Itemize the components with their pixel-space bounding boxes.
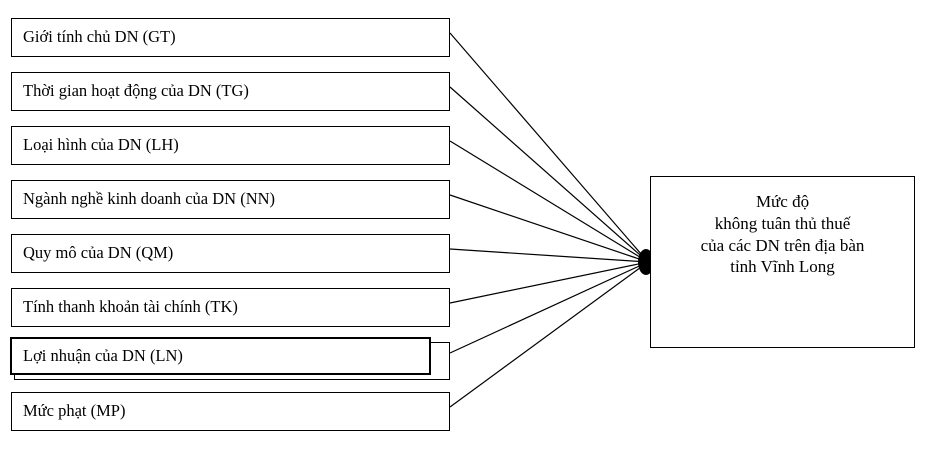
connector-line-lh — [449, 140, 649, 263]
factor-label-nn: Ngành nghề kinh doanh của DN (NN) — [23, 189, 276, 209]
connector-line-mp — [449, 261, 649, 408]
target-line-4: tỉnh Vĩnh Long — [730, 257, 835, 277]
factor-box-tg[interactable]: Thời gian hoạt động của DN (TG) — [11, 72, 450, 111]
factor-box-gt[interactable]: Giới tính chủ DN (GT) — [11, 18, 450, 57]
target-line-3: của các DN trên địa bàn — [700, 235, 865, 255]
factor-label-tg: Thời gian hoạt động của DN (TG) — [23, 81, 249, 101]
factor-label-lh: Loại hình của DN (LH) — [23, 135, 179, 155]
factor-label-mp: Mức phạt (MP) — [23, 401, 126, 421]
factor-box-tk[interactable]: Tính thanh khoản tài chính (TK) — [11, 288, 450, 327]
target-line-2: không tuân thủ thuế — [714, 213, 851, 233]
connector-line-qm — [449, 248, 649, 263]
connector-line-tg — [449, 86, 649, 263]
factor-box-ln[interactable]: Lợi nhuận của DN (LN) — [10, 337, 431, 375]
factor-box-qm[interactable]: Quy mô của DN (QM) — [11, 234, 450, 273]
target-line-1: Mức độ — [755, 192, 810, 211]
factor-box-lh[interactable]: Loại hình của DN (LH) — [11, 126, 450, 165]
target-outcome-box[interactable]: Mức độ không tuân thủ thuế của các DN tr… — [650, 176, 915, 348]
factor-box-mp[interactable]: Mức phạt (MP) — [11, 392, 450, 431]
factor-label-gt: Giới tính chủ DN (GT) — [23, 27, 176, 47]
connector-line-tk — [449, 261, 649, 304]
factor-box-nn[interactable]: Ngành nghề kinh doanh của DN (NN) — [11, 180, 450, 219]
factor-label-tk: Tính thanh khoản tài chính (TK) — [23, 297, 238, 317]
connector-line-nn — [449, 194, 649, 263]
connector-line-gt — [449, 32, 649, 263]
factor-label-ln: Lợi nhuận của DN (LN) — [23, 345, 183, 365]
factor-label-qm: Quy mô của DN (QM) — [23, 243, 174, 263]
connector-line-ln — [449, 261, 649, 354]
